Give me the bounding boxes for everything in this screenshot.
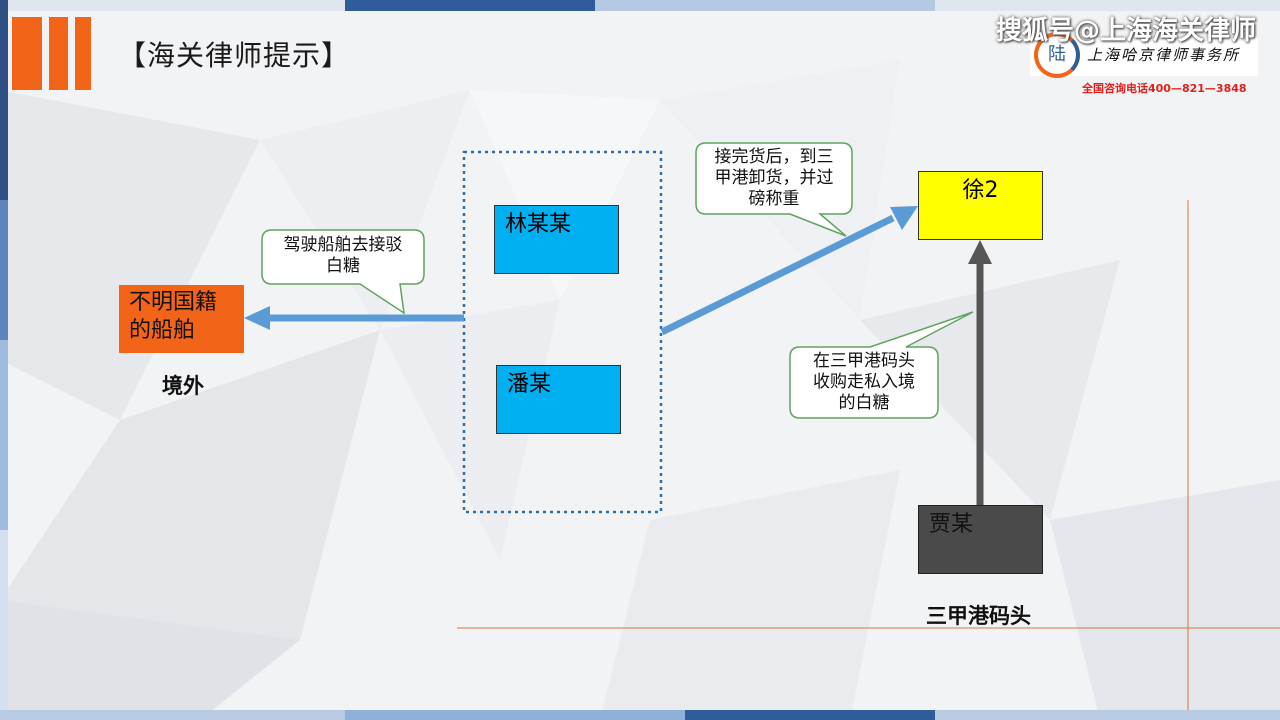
title-accent-bar-1 xyxy=(12,17,42,90)
watermark-firm-name: 上海哈京律师事务所 xyxy=(1087,46,1241,64)
callout-drive-ship-shape xyxy=(261,229,425,315)
arrowhead-to-xu2 xyxy=(890,206,918,230)
label-sanjia-pier: 三甲港码头 xyxy=(926,604,1031,628)
arrow-to-xu2 xyxy=(660,214,895,336)
node-xu2: 徐2 xyxy=(918,171,1043,240)
node-jia-label: 贾某 xyxy=(929,512,974,537)
watermark-phone: 全国咨询电话400—821—3848 xyxy=(1082,82,1247,95)
callout-after-pickup-line1: 接完货后，到三 xyxy=(714,147,834,167)
callout-drive-ship-line2: 白糖 xyxy=(326,256,360,276)
title-accent-bar-3 xyxy=(75,17,91,90)
watermark-brand: 搜狐号@上海海关律师 xyxy=(995,16,1256,46)
callout-drive-ship-text: 驾驶船舶去接驳 白糖 xyxy=(266,235,420,277)
callout-after-pickup-text: 接完货后，到三 甲港卸货，并过 磅称重 xyxy=(700,147,848,210)
callout-after-pickup-line3: 磅称重 xyxy=(748,189,800,209)
callout-after-pickup-line2: 甲港卸货，并过 xyxy=(714,168,834,188)
callout-purchase-line2: 收购走私入境 xyxy=(813,372,915,392)
node-unknown-ship-label: 不明国籍 的船舶 xyxy=(129,290,218,343)
callout-purchase-shape xyxy=(789,311,974,419)
node-unknown-ship: 不明国籍 的船舶 xyxy=(119,285,244,353)
arrowhead-jia-to-xu2 xyxy=(968,240,992,264)
node-jia: 贾某 xyxy=(918,505,1043,574)
node-lin-label: 林某某 xyxy=(505,212,572,237)
callout-drive-ship-line1: 驾驶船舶去接驳 xyxy=(283,235,403,255)
slide-title: 【海关律师提示】 xyxy=(118,39,351,72)
node-xu2-label: 徐2 xyxy=(962,178,999,203)
callout-after-pickup-shape xyxy=(695,142,853,237)
node-pan: 潘某 xyxy=(496,365,621,434)
callout-purchase-line3: 的白糖 xyxy=(838,393,890,413)
node-pan-label: 潘某 xyxy=(507,372,552,397)
group-frame xyxy=(462,150,663,514)
watermark-logo-char: 陆 xyxy=(1048,44,1066,65)
watermark-logo-icon: 陆 xyxy=(1034,32,1080,78)
node-lin: 林某某 xyxy=(494,205,619,274)
callout-purchase-line1: 在三甲港码头 xyxy=(813,351,915,371)
title-accent-bar-2 xyxy=(49,17,68,90)
label-abroad: 境外 xyxy=(162,374,204,398)
arrowhead-to-unknown-ship xyxy=(244,306,270,330)
callout-purchase-text: 在三甲港码头 收购走私入境 的白糖 xyxy=(794,351,934,414)
